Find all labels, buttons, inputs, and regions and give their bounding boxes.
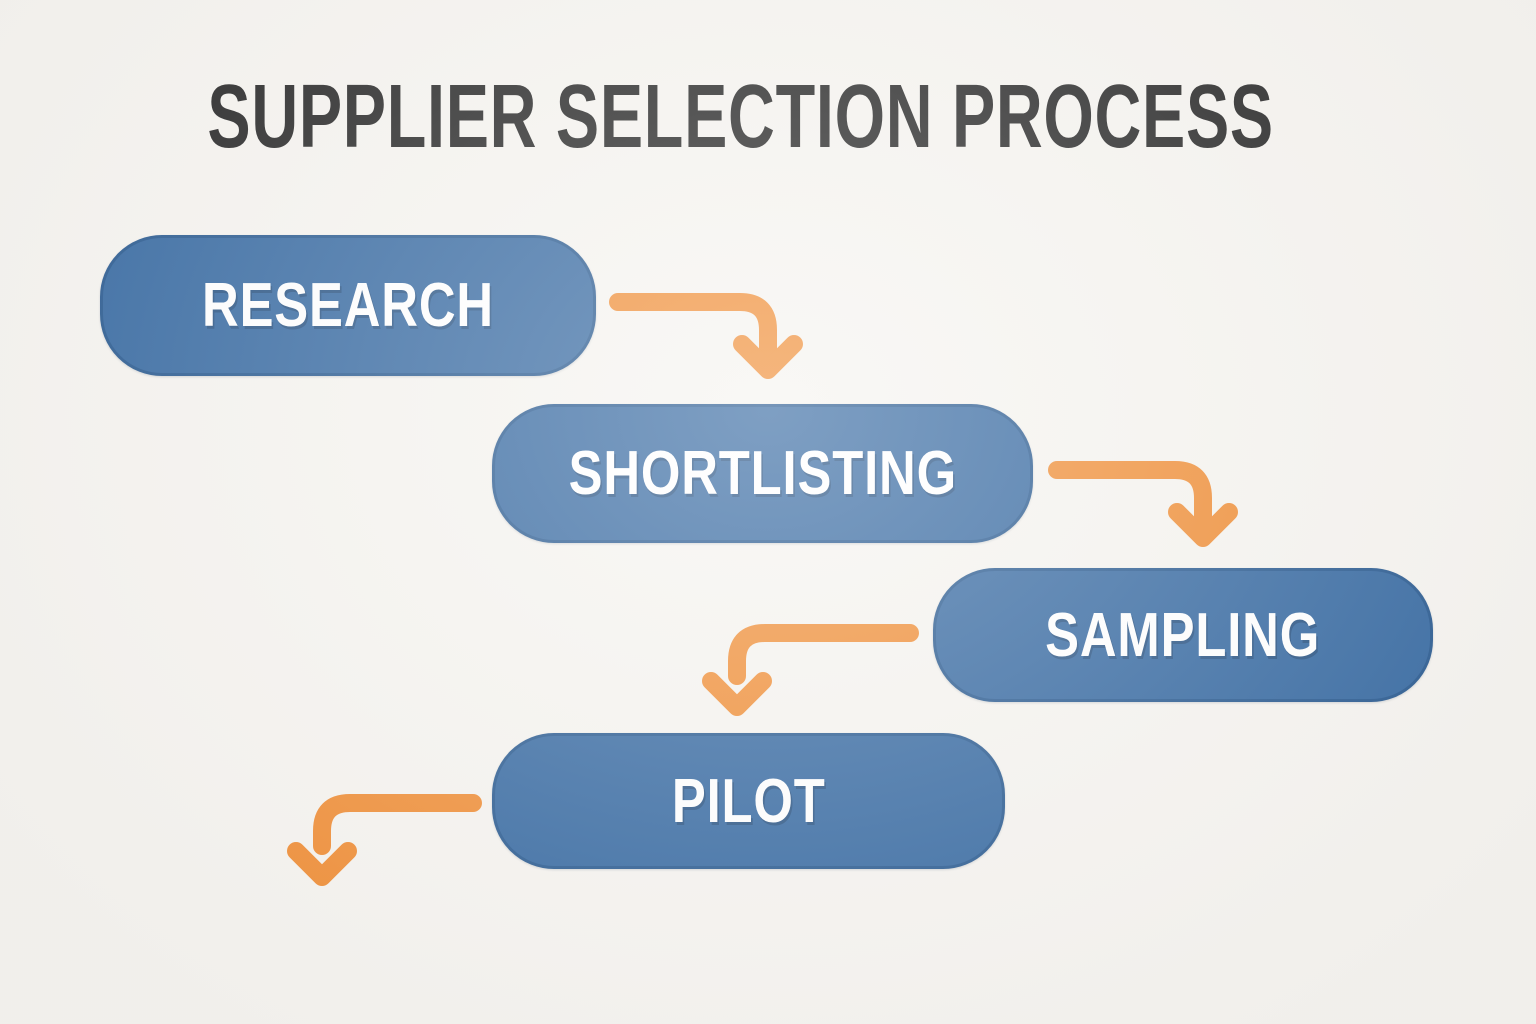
step-box-sampling: SAMPLING: [933, 568, 1433, 702]
arrow-head: [733, 335, 803, 379]
arrow-head: [287, 842, 357, 886]
flow-arrow-right-down-icon: [609, 293, 803, 379]
flow-arrow-left-down-icon: [287, 794, 482, 886]
arrow-shaft: [1048, 461, 1212, 527]
step-box-shortlisting: SHORTLISTING: [492, 404, 1033, 543]
arrow-head: [702, 672, 772, 716]
step-box-pilot: PILOT: [492, 733, 1005, 869]
step-label-research: RESEARCH: [202, 271, 494, 340]
arrow-head: [1168, 503, 1238, 547]
step-label-shortlisting: SHORTLISTING: [568, 439, 957, 508]
arrow-shaft: [609, 293, 777, 359]
step-box-research: RESEARCH: [100, 235, 596, 376]
arrow-shaft: [313, 794, 482, 855]
step-label-sampling: SAMPLING: [1045, 600, 1321, 670]
flow-arrow-right-down-icon: [1048, 461, 1238, 547]
page-title-text: SUPPLIER SELECTION PROCESS: [207, 67, 1274, 167]
step-label-pilot: PILOT: [671, 766, 826, 836]
flow-arrow-left-down-icon: [702, 624, 919, 716]
page-title: SUPPLIER SELECTION PROCESS: [0, 72, 1466, 162]
arrow-shaft: [728, 624, 919, 685]
